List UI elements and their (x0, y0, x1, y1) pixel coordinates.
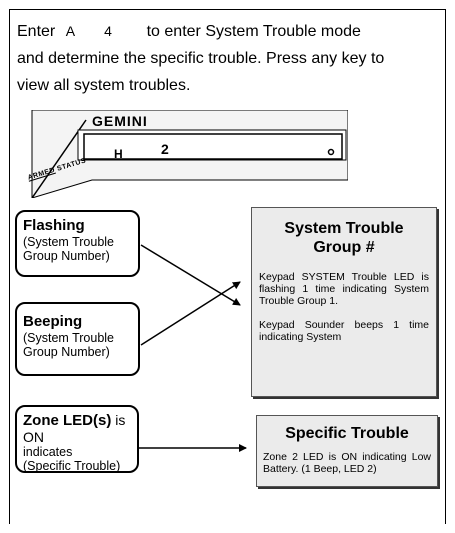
flashing-title: Flashing (23, 217, 85, 234)
key-a: A (65, 23, 76, 39)
beeping-arrow (140, 281, 241, 346)
system-trouble-group-box: System Trouble Group # Keypad SYSTEM Tro… (251, 207, 437, 397)
zone-desc: indicates (Specific Trouble) (23, 445, 121, 473)
key-4: 4 (104, 23, 112, 39)
keypad-brand: GEMINI (92, 113, 148, 129)
flashing-arrow (140, 244, 241, 306)
display-value: 2 (161, 141, 169, 157)
group-box-para-1: Keypad SYSTEM Trouble LED is flashing 1 … (259, 271, 429, 307)
beeping-title: Beeping (23, 313, 83, 330)
display-char: H (114, 147, 123, 161)
zone-title: Zone LED(s) (23, 412, 112, 429)
flashing-indicator: Flashing (System Trouble Group Number) (15, 210, 140, 277)
specific-trouble-box: Specific Trouble Zone 2 LED is ON indica… (256, 415, 438, 487)
intro-line-1: Enter A 4 to enter System Trouble mode (17, 18, 447, 45)
keypad-illustration: GEMINI H 2 ARMED STATUS (27, 110, 348, 198)
intro-line-2: and determine the specific trouble. Pres… (17, 50, 385, 67)
intro-line-3: view all system troubles. (17, 77, 191, 94)
group-box-para-2: Keypad Sounder beeps 1 time indicating S… (259, 319, 429, 343)
intro-text: Enter A 4 to enter System Trouble mode a… (17, 18, 447, 99)
beeping-indicator: Beeping (System Trouble Group Number) (15, 302, 140, 376)
specific-box-text: Zone 2 LED is ON indicating Low Battery.… (263, 451, 431, 475)
keypad-outline (31, 110, 348, 198)
beeping-desc: (System Trouble Group Number) (23, 331, 115, 359)
group-box-title: System Trouble Group # (284, 220, 404, 256)
intro-prefix: Enter (17, 23, 56, 40)
flashing-desc: (System Trouble Group Number) (23, 235, 115, 263)
specific-box-title: Specific Trouble (285, 425, 409, 442)
page-frame (9, 9, 446, 524)
zone-title-suffix: is ON (23, 412, 126, 445)
zone-led-indicator: Zone LED(s) is ON indicates (Specific Tr… (15, 405, 139, 473)
intro-line-1-rest: to enter System Trouble mode (146, 23, 361, 40)
